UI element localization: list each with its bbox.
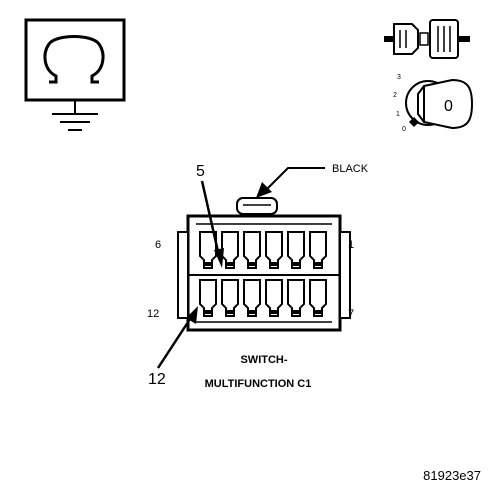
pin-terminal-11: [227, 310, 233, 314]
callout-pin-12: 12: [148, 371, 166, 388]
pin-cavity-8: [287, 279, 305, 317]
pin-cavity-5: [221, 231, 239, 269]
pin-cavity-2: [287, 231, 305, 269]
connector-title-line1: SWITCH-: [240, 354, 287, 366]
pin-cavities: [199, 231, 327, 317]
figure-id: 81923e37: [423, 468, 481, 483]
pin-cavity-9: [265, 279, 283, 317]
key-position-2: 2: [393, 92, 397, 99]
pin-terminal-1: [315, 262, 321, 266]
pin-terminal-5: [227, 262, 233, 266]
key-position-1: 1: [396, 111, 400, 118]
pin-terminal-9: [271, 310, 277, 314]
pin-cavity-1: [309, 231, 327, 269]
pin-cavity-3: [265, 231, 283, 269]
pin-cavity-10: [243, 279, 261, 317]
key-position-0: 0: [402, 126, 406, 133]
callout-pin-5: 5: [196, 163, 205, 180]
key-position-3: 3: [397, 74, 401, 81]
pin-12-callout: 12: [148, 306, 198, 388]
pin-5-callout: 5: [196, 163, 224, 268]
pin-label-7: 7: [348, 308, 354, 320]
connector-color-label: BLACK: [332, 163, 369, 175]
pin-cavity-11: [221, 279, 239, 317]
pin-cavity-4: [243, 231, 261, 269]
ignition-key-icon: 3 2 1 0 0: [393, 74, 474, 133]
ohmmeter-ground-icon: [24, 18, 126, 131]
pin-label-6: 6: [155, 239, 161, 251]
connector-title-line2: MULTIFUNCTION C1: [205, 378, 312, 390]
pin-cavity-7: [309, 279, 327, 317]
pin-label-12: 12: [147, 308, 159, 320]
pin-terminal-10: [249, 310, 255, 314]
connector-probe-icon: [384, 19, 470, 59]
pin-terminal-7: [315, 310, 321, 314]
pin-label-1: 1: [348, 239, 354, 251]
pin-terminal-12: [205, 310, 211, 314]
color-callout: BLACK: [256, 163, 369, 198]
key-face-label: 0: [444, 98, 453, 115]
pin-terminal-6: [205, 262, 211, 266]
pin-cavity-12: [199, 279, 217, 317]
pin-terminal-8: [293, 310, 299, 314]
pin-terminal-2: [293, 262, 299, 266]
pin-terminal-3: [271, 262, 277, 266]
pin-terminal-4: [249, 262, 255, 266]
